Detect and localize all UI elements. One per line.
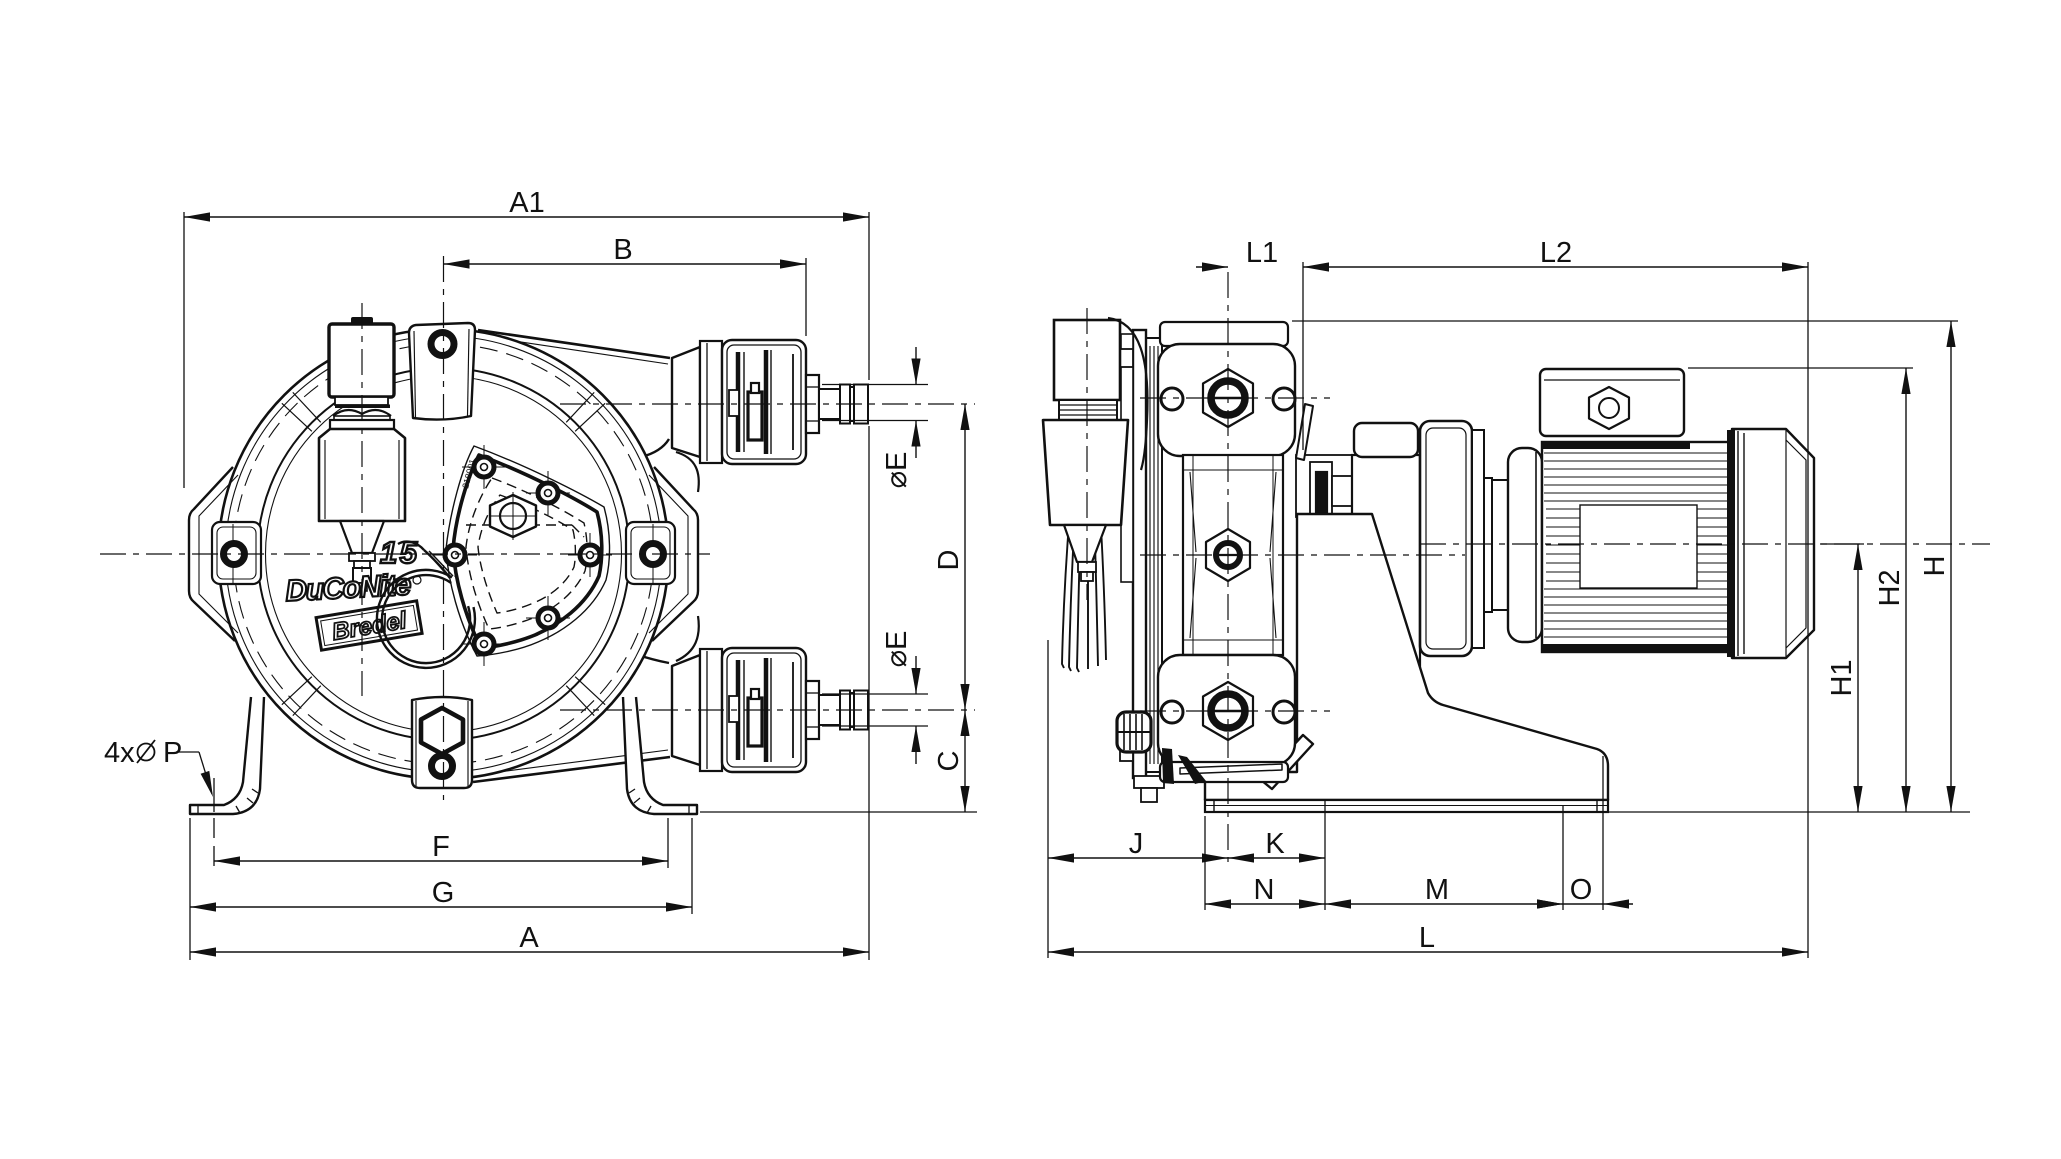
svg-text:A1: A1 xyxy=(509,187,544,219)
svg-text:J: J xyxy=(1129,828,1144,860)
svg-text:H: H xyxy=(1919,556,1951,577)
svg-text:H2: H2 xyxy=(1874,569,1906,606)
svg-text:L1: L1 xyxy=(1246,237,1278,269)
svg-text:N: N xyxy=(1254,874,1275,906)
svg-text:K: K xyxy=(1265,828,1285,860)
svg-text:L2: L2 xyxy=(1540,237,1572,269)
svg-text:D: D xyxy=(933,550,965,571)
svg-text:4x: 4x xyxy=(104,737,135,769)
svg-text:O: O xyxy=(1570,874,1593,906)
svg-text:P: P xyxy=(163,737,182,769)
svg-text:15: 15 xyxy=(380,535,418,570)
svg-text:M: M xyxy=(1425,874,1449,906)
svg-text:H1: H1 xyxy=(1826,659,1858,696)
svg-text:B: B xyxy=(613,234,632,266)
svg-text:DuCoNite: DuCoNite xyxy=(285,568,413,608)
svg-text:⌀E: ⌀E xyxy=(881,452,913,489)
svg-text:G: G xyxy=(432,877,455,909)
svg-text:F: F xyxy=(432,831,450,863)
svg-text:⌀E: ⌀E xyxy=(881,631,913,668)
svg-text:C: C xyxy=(933,751,965,772)
svg-text:L: L xyxy=(1419,922,1435,954)
svg-text:A: A xyxy=(519,922,539,954)
